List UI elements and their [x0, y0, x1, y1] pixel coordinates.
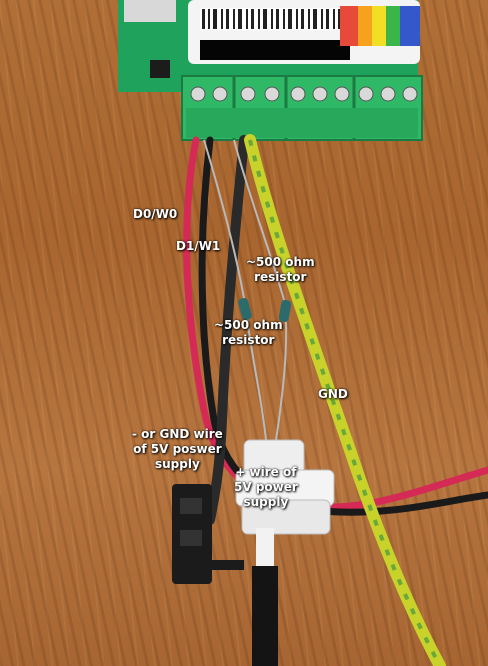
d1-w1-label: D1/W1 — [176, 239, 221, 253]
white-terminal-connector — [235, 439, 335, 535]
power-cable-black — [252, 566, 278, 666]
resistor-1-label: ~500 ohm resistor — [246, 255, 315, 284]
d0-w0-label: D0/W0 — [133, 207, 178, 221]
resistor-lead-2 — [233, 139, 288, 441]
red-wire — [183, 136, 488, 511]
gnd-wire-stripe — [248, 139, 442, 666]
terminal-blocks — [181, 75, 423, 141]
resistor-2 — [278, 299, 292, 323]
redaction-bar — [200, 40, 350, 60]
resistor-1 — [238, 297, 252, 321]
barcode — [200, 8, 350, 30]
controller-board — [118, 0, 420, 92]
gnd-label: GND — [318, 387, 348, 401]
positive-wire-label: + wire of 5V power supply — [234, 465, 298, 509]
black-connector — [172, 484, 244, 584]
d0-d1-cable — [205, 135, 249, 525]
resistor-2-label: ~500 ohm resistor — [214, 318, 283, 347]
gnd-wire — [244, 134, 446, 666]
rainbow-sticker — [340, 6, 420, 46]
power-cable-white — [256, 528, 274, 572]
negative-wire-label: - or GND wire of 5V poswer supply — [132, 427, 223, 471]
